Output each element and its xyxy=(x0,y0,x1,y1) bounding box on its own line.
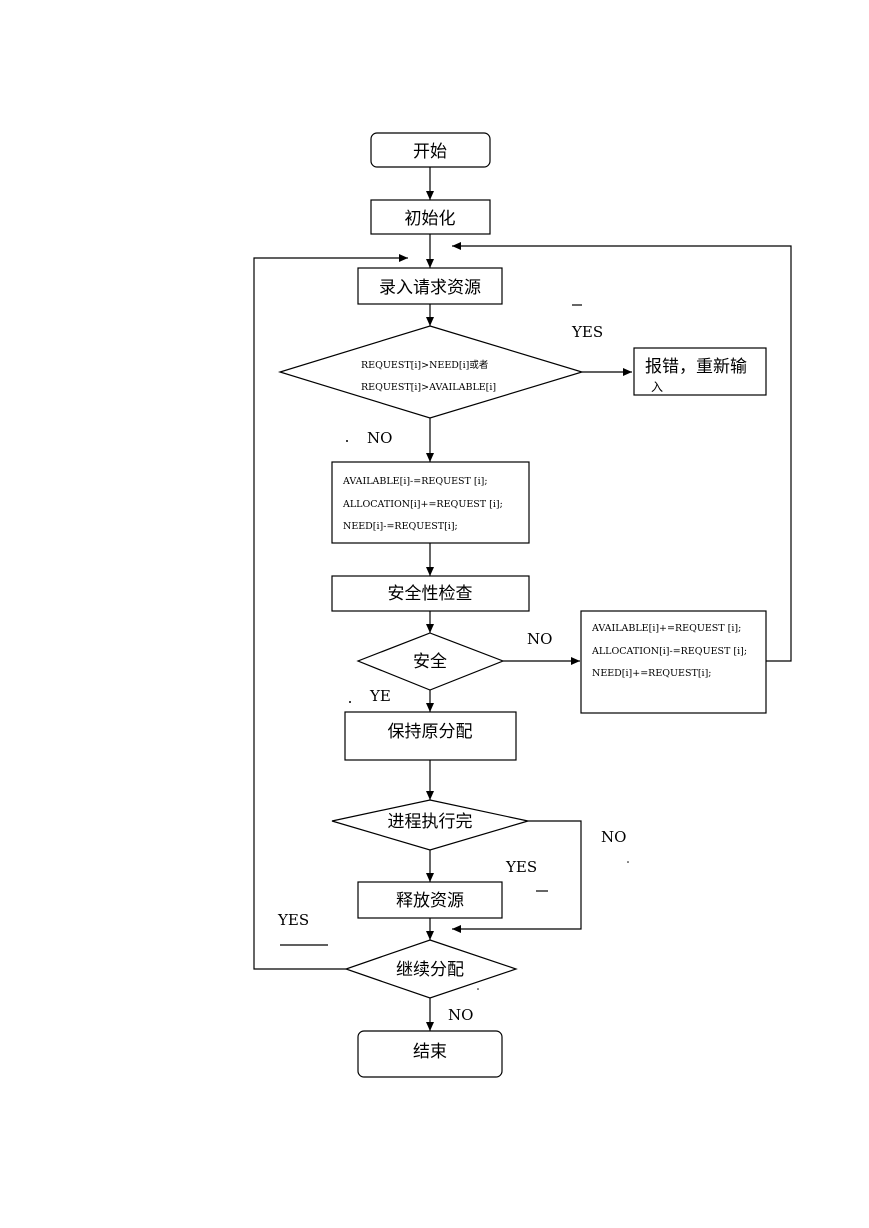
branch-label-no-end: NO xyxy=(448,1006,473,1024)
end-label: 结束 xyxy=(413,1042,447,1062)
continue-diamond xyxy=(344,939,518,999)
check-request-line-1: REQUEST[i]>NEED[i]或者 xyxy=(361,359,488,371)
rollback-line-3: NEED[i]+=REQUEST[i]; xyxy=(592,668,711,679)
stray-dots xyxy=(346,440,629,990)
release-label: 释放资源 xyxy=(396,891,464,911)
safety-check-box xyxy=(331,575,530,612)
init-label: 初始化 xyxy=(405,209,456,229)
arrow-rollback-loop xyxy=(452,242,792,662)
continue-label: 继续分配 xyxy=(396,960,464,980)
input-label: 录入请求资源 xyxy=(379,278,481,298)
error-line-1: 报错，重新输 xyxy=(645,357,747,377)
rollback-line-1: AVAILABLE[i]+=REQUEST [i]; xyxy=(591,623,741,634)
branch-label-yes-error: YES xyxy=(571,323,603,341)
connectors xyxy=(253,167,792,1031)
keep-label: 保持原分配 xyxy=(388,722,473,742)
error-box xyxy=(633,347,767,396)
allocate-line-1: AVAILABLE[i]-=REQUEST [i]; xyxy=(342,476,488,487)
stray-dot xyxy=(349,701,351,703)
branch-label-no-unsafe: NO xyxy=(527,630,552,648)
finished-label: 进程执行完 xyxy=(388,812,473,832)
stray-dot xyxy=(627,861,629,863)
branch-label-yes-safe: YE xyxy=(369,687,391,705)
keep-box xyxy=(344,711,517,761)
finished-diamond xyxy=(331,799,529,851)
check-request-diamond xyxy=(277,325,585,419)
branch-label-yes-continue: YES xyxy=(277,911,309,929)
rollback-line-2: ALLOCATION[i]-=REQUEST [i]; xyxy=(591,646,747,657)
release-box xyxy=(357,881,503,919)
branch-label-yes-finished: YES xyxy=(505,858,537,876)
branch-label-no-allocate: NO xyxy=(367,429,392,447)
check-request-line-2: REQUEST[i]>AVAILABLE[i] xyxy=(361,382,496,393)
safe-label: 安全 xyxy=(413,652,447,672)
branch-label-no-unfinished: NO xyxy=(601,828,626,846)
start-label: 开始 xyxy=(413,142,447,162)
allocate-line-3: NEED[i]-=REQUEST[i]; xyxy=(343,521,458,532)
safety-check-label: 安全性检查 xyxy=(388,584,473,604)
stray-marks xyxy=(280,304,582,946)
arrow-finished-no-loop xyxy=(452,820,582,933)
end-terminal xyxy=(357,1030,503,1078)
allocate-box xyxy=(331,461,530,544)
stray-dot xyxy=(346,440,348,442)
allocate-line-2: ALLOCATION[i]+=REQUEST [i]; xyxy=(342,499,503,510)
stray-dot xyxy=(477,988,479,990)
error-line-2: 入 xyxy=(651,380,663,394)
safe-diamond xyxy=(356,632,505,691)
input-box xyxy=(357,267,503,305)
init-box xyxy=(370,199,491,235)
arrow-continue-loop xyxy=(253,254,408,970)
rollback-box xyxy=(580,610,767,714)
start-terminal xyxy=(370,132,491,168)
